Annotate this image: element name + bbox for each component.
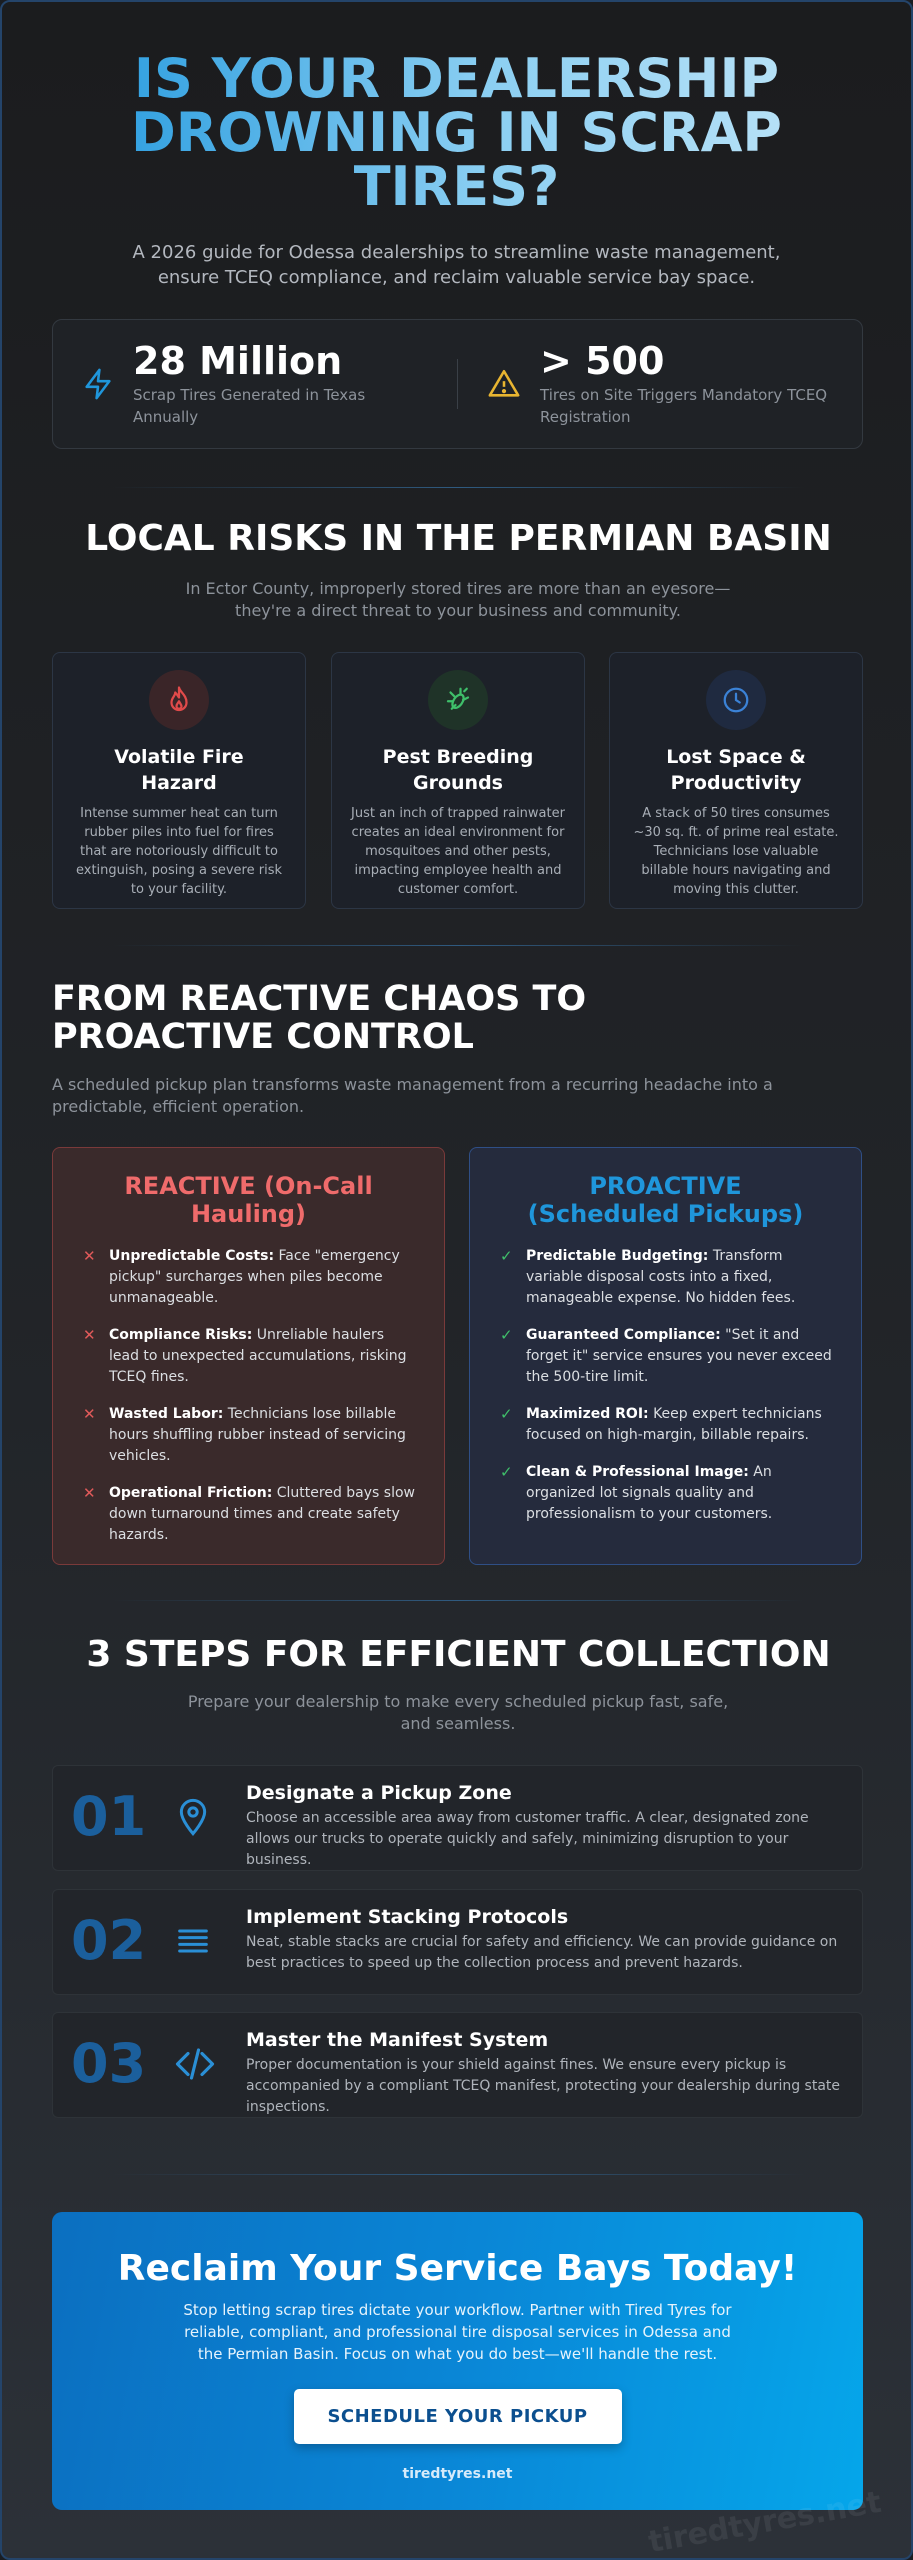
step-card: 03 Master the Manifest System Proper doc… (52, 2012, 863, 2118)
website-link[interactable]: tiredtyres.net (402, 2466, 513, 2482)
item-text: Unreliable haulers lead to unexpected ac… (109, 1327, 407, 1385)
step-number: 02 (71, 1909, 147, 1972)
compare-subtitle: A scheduled pickup plan transforms waste… (52, 1075, 773, 1116)
cta-text: Stop letting scrap tires dictate your wo… (183, 2301, 732, 2363)
step-card: 02 Implement Stacking Protocols Neat, st… (52, 1889, 863, 1995)
stack-lines-icon (178, 1929, 208, 1953)
map-pin-icon (179, 1798, 207, 1836)
risk-title: Pest Breeding Grounds (382, 746, 534, 794)
item-label: Guaranteed Compliance: (526, 1327, 721, 1343)
step-text: Neat, stable stacks are crucial for safe… (246, 1934, 838, 1971)
stat-label: Scrap Tires Generated in Texas Annually (133, 386, 366, 426)
lightning-icon (85, 368, 111, 400)
item-label: Clean & Professional Image: (526, 1464, 749, 1480)
stat-tceq-threshold: > 500 Tires on Site Triggers Mandatory T… (458, 340, 862, 428)
risk-title: Lost Space & Productivity (666, 746, 806, 794)
item-text: Keep expert technicians focused on high-… (526, 1406, 822, 1443)
schedule-pickup-button[interactable]: SCHEDULE YOUR PICKUP (293, 2389, 622, 2444)
list-item: ✕ Unpredictable Costs: Face "emergency pi… (81, 1246, 416, 1309)
step-text: Choose an accessible area away from cust… (246, 1810, 809, 1868)
section-divider (112, 945, 805, 946)
risk-text: Just an inch of trapped rainwater create… (351, 806, 565, 897)
list-item: ✓ Maximized ROI: Keep expert technicians … (498, 1404, 833, 1446)
item-label: Unpredictable Costs: (109, 1248, 275, 1264)
bug-icon (428, 670, 488, 730)
hero-subtitle: A 2026 guide for Odessa dealerships to s… (132, 242, 781, 288)
code-icon (175, 2048, 215, 2080)
x-icon: ✕ (83, 1484, 96, 1502)
list-item: ✕ Wasted Labor: Technicians lose billable… (81, 1404, 416, 1467)
stats-panel: 28 Million Scrap Tires Generated in Texa… (52, 319, 863, 449)
proactive-list: ✓ Predictable Budgeting: Transform variab… (470, 1246, 861, 1525)
item-text: Face "emergency pickup" surcharges when … (109, 1248, 400, 1306)
step-title: Master the Manifest System (246, 2029, 549, 2051)
item-text: Technicians lose billable hours shufflin… (109, 1406, 406, 1464)
reactive-panel: REACTIVE (On-Call Hauling) ✕ Unpredictabl… (52, 1147, 445, 1565)
item-text: Cluttered bays slow down turnaround time… (109, 1485, 415, 1543)
step-title: Designate a Pickup Zone (246, 1782, 512, 1804)
warning-icon (488, 369, 520, 397)
step-text: Proper documentation is your shield agai… (246, 2057, 841, 2115)
item-text: An organized lot signals quality and pro… (526, 1464, 773, 1522)
x-icon: ✕ (83, 1247, 96, 1265)
risk-text: A stack of 50 tires consumes ~30 sq. ft.… (633, 806, 839, 897)
list-item: ✓ Guaranteed Compliance: "Set it and forg… (498, 1325, 833, 1388)
step-title: Implement Stacking Protocols (246, 1906, 569, 1928)
risk-title: Volatile Fire Hazard (114, 746, 244, 794)
item-text: Transform variable disposal costs into a… (526, 1248, 796, 1306)
reactive-list: ✕ Unpredictable Costs: Face "emergency pi… (53, 1246, 444, 1546)
cta-banner: Reclaim Your Service Bays Today! Stop le… (52, 2212, 863, 2510)
step-number: 01 (71, 1785, 147, 1848)
compare-title: FROM REACTIVE CHAOS TO PROACTIVE CONTROL (52, 979, 587, 1057)
item-label: Wasted Labor: (109, 1406, 224, 1422)
risk-card-pests: Pest Breeding Grounds Just an inch of tr… (331, 652, 585, 909)
stat-value: > 500 (540, 339, 665, 383)
list-item: ✕ Operational Friction: Cluttered bays sl… (81, 1483, 416, 1546)
x-icon: ✕ (83, 1326, 96, 1344)
steps-title: 3 STEPS FOR EFFICIENT COLLECTION (86, 1634, 831, 1675)
risks-subtitle: In Ector County, improperly stored tires… (185, 579, 731, 620)
check-icon: ✓ (500, 1326, 513, 1344)
check-icon: ✓ (500, 1405, 513, 1423)
risk-card-fire: Volatile Fire Hazard Intense summer heat… (52, 652, 306, 909)
item-label: Predictable Budgeting: (526, 1248, 709, 1264)
check-icon: ✓ (500, 1247, 513, 1265)
stat-value: 28 Million (133, 339, 343, 383)
stat-label: Tires on Site Triggers Mandatory TCEQ Re… (540, 386, 828, 426)
item-label: Operational Friction: (109, 1485, 273, 1501)
item-text: "Set it and forget it" service ensures y… (526, 1327, 832, 1385)
section-divider (112, 2174, 805, 2175)
proactive-panel: PROACTIVE (Scheduled Pickups) ✓ Predictab… (469, 1147, 862, 1565)
x-icon: ✕ (83, 1405, 96, 1423)
cta-title: Reclaim Your Service Bays Today! (117, 2248, 798, 2289)
item-label: Compliance Risks: (109, 1327, 253, 1343)
proactive-title: PROACTIVE (Scheduled Pickups) (527, 1172, 804, 1228)
clock-icon (706, 670, 766, 730)
section-divider (112, 1600, 805, 1601)
list-item: ✕ Compliance Risks: Unreliable haulers le… (81, 1325, 416, 1388)
reactive-title: REACTIVE (On-Call Hauling) (124, 1172, 373, 1228)
stats-divider (457, 359, 458, 409)
risks-title: LOCAL RISKS IN THE PERMIAN BASIN (85, 518, 832, 559)
step-number: 03 (71, 2032, 147, 2095)
list-item: ✓ Clean & Professional Image: An organize… (498, 1462, 833, 1525)
section-divider (112, 487, 805, 488)
page-title: IS YOUR DEALERSHIP DROWNING IN SCRAP TIR… (107, 52, 807, 214)
check-icon: ✓ (500, 1463, 513, 1481)
list-item: ✓ Predictable Budgeting: Transform variab… (498, 1246, 833, 1309)
flame-icon (149, 670, 209, 730)
risk-card-space: Lost Space & Productivity A stack of 50 … (609, 652, 863, 909)
risk-text: Intense summer heat can turn rubber pile… (75, 806, 282, 897)
hero-section: IS YOUR DEALERSHIP DROWNING IN SCRAP TIR… (2, 2, 911, 290)
stat-tires-generated: 28 Million Scrap Tires Generated in Texa… (53, 340, 457, 428)
step-card: 01 Designate a Pickup Zone Choose an acc… (52, 1765, 863, 1871)
item-label: Maximized ROI: (526, 1406, 649, 1422)
steps-subtitle: Prepare your dealership to make every sc… (187, 1692, 729, 1733)
